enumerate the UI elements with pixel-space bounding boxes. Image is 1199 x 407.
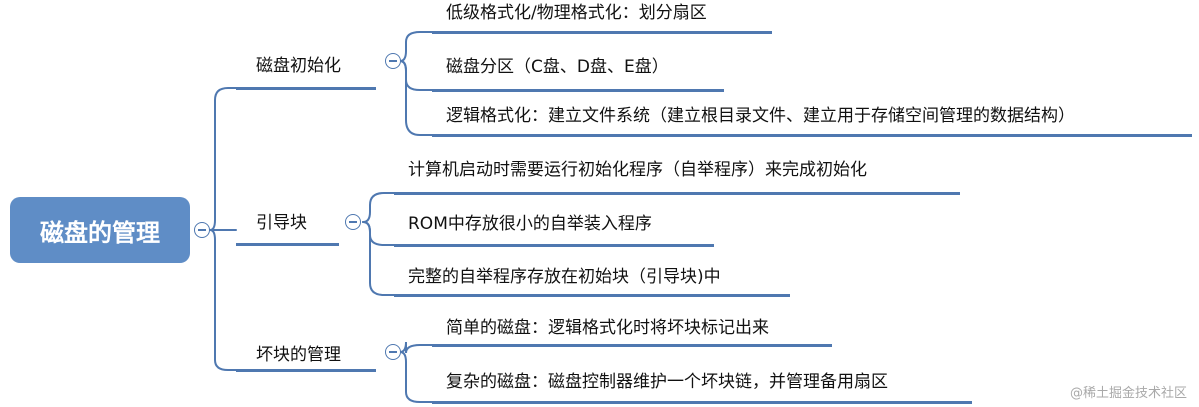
branch-bad-block-label: 坏块的管理: [256, 345, 341, 365]
leaf-underline: [394, 294, 790, 297]
leaf-boot-init-program: 计算机启动时需要运行初始化程序（自举程序）来完成初始化: [408, 160, 867, 180]
collapse-bad-block-toggle-icon[interactable]: [385, 344, 401, 360]
watermark: @稀土掘金技术社区: [1069, 386, 1187, 401]
leaf-partition: 磁盘分区（C盘、D盘、E盘）: [446, 57, 669, 77]
leaf-complex-disk: 复杂的磁盘：磁盘控制器维护一个坏块链，并管理备用扇区: [446, 372, 888, 392]
leaf-logical-format: 逻辑格式化：建立文件系统（建立根目录文件、建立用于存储空间管理的数据结构）: [446, 106, 1075, 126]
root-label: 磁盘的管理: [40, 218, 160, 247]
leaf-underline: [432, 31, 772, 34]
collapse-disk-init-toggle-icon[interactable]: [385, 53, 401, 69]
leaf-underline: [394, 192, 960, 195]
branch-bad-block-underline: [236, 369, 376, 372]
leaf-low-level-format: 低级格式化/物理格式化：划分扇区: [446, 3, 707, 23]
collapse-root-toggle-icon[interactable]: [194, 222, 210, 238]
branch-boot-block-label: 引导块: [256, 213, 307, 233]
leaf-underline: [432, 401, 972, 404]
leaf-underline: [432, 134, 1192, 137]
branch-disk-init-underline: [236, 87, 376, 90]
branch-disk-init-label: 磁盘初始化: [256, 56, 341, 76]
collapse-boot-block-toggle-icon[interactable]: [345, 214, 361, 230]
leaf-underline: [432, 344, 832, 347]
leaf-full-bootstrap: 完整的自举程序存放在初始块（引导块)中: [408, 267, 721, 287]
leaf-rom-loader: ROM中存放很小的自举装入程序: [408, 214, 652, 234]
root-node[interactable]: 磁盘的管理: [10, 197, 190, 263]
leaf-simple-disk: 简单的磁盘：逻辑格式化时将坏块标记出来: [446, 318, 769, 338]
leaf-underline: [394, 244, 714, 247]
branch-boot-block-underline: [236, 243, 339, 246]
leaf-underline: [432, 89, 724, 92]
